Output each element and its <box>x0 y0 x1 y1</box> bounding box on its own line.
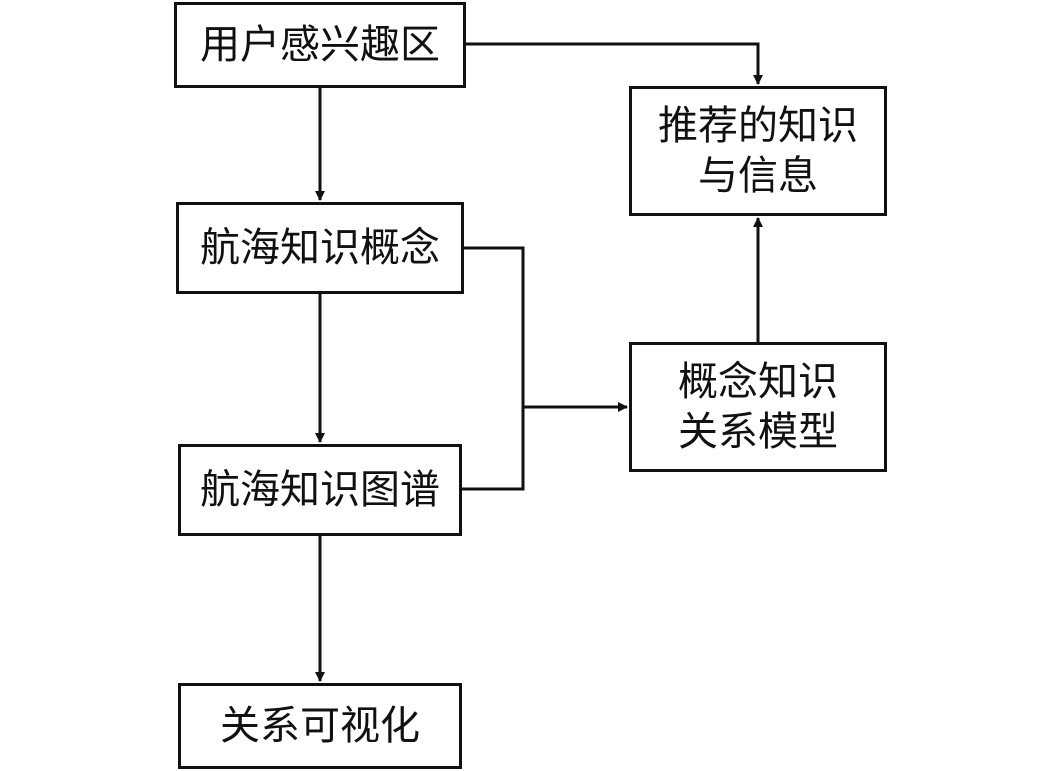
node-concept-relation-model: 概念知识 关系模型 <box>629 342 887 472</box>
node-maritime-knowledge-concept-label: 航海知识概念 <box>200 225 440 271</box>
node-user-interest-area: 用户感兴趣区 <box>174 2 466 88</box>
edge-interest-to-recommend <box>466 42 763 85</box>
node-concept-relation-model-line-2: 关系模型 <box>678 409 838 455</box>
node-relation-visualization-label: 关系可视化 <box>220 703 420 749</box>
node-recommended-knowledge-line-2: 与信息 <box>698 153 818 199</box>
node-maritime-knowledge-graph-label: 航海知识图谱 <box>200 467 440 513</box>
edge-graph-to-merge <box>462 407 525 491</box>
node-recommended-knowledge-line-1: 推荐的知识 <box>658 103 858 149</box>
node-maritime-knowledge-concept: 航海知识概念 <box>176 202 464 294</box>
node-recommended-knowledge: 推荐的知识 与信息 <box>629 86 887 216</box>
node-relation-visualization: 关系可视化 <box>178 683 462 769</box>
node-maritime-knowledge-graph: 航海知识图谱 <box>178 444 462 536</box>
node-concept-relation-model-line-1: 概念知识 <box>678 359 838 405</box>
edge-concept-to-merge <box>464 246 525 407</box>
node-user-interest-area-label: 用户感兴趣区 <box>200 22 440 68</box>
